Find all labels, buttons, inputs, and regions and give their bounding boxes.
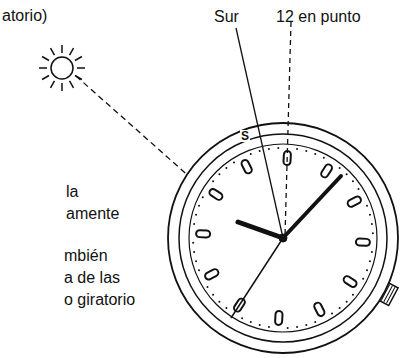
minute-dot: [339, 167, 341, 169]
minute-dot: [207, 286, 209, 288]
minute-dot: [241, 317, 243, 319]
hour-marker: [204, 268, 220, 281]
sun-ray: [75, 57, 82, 61]
minute-dot: [195, 214, 197, 216]
minute-dot: [250, 321, 252, 323]
minute-dot: [268, 148, 270, 150]
cropped-text: atorio): [2, 8, 47, 24]
hand-pivot: [279, 234, 287, 242]
minute-dot: [233, 162, 235, 164]
second-hand: [231, 238, 283, 318]
minute-dot: [305, 150, 307, 152]
sun-ray: [70, 48, 74, 55]
minute-dot: [339, 307, 341, 309]
hour-marker: [320, 163, 333, 179]
minute-dot: [225, 307, 227, 309]
bezel-ring: [179, 134, 387, 342]
minute-dot: [198, 205, 200, 207]
hour-marker: [240, 159, 253, 175]
sun-symbol: [51, 57, 73, 79]
sun-ray: [70, 81, 74, 88]
minute-hand: [283, 176, 341, 238]
minute-dot: [369, 260, 371, 262]
minute-dot: [346, 301, 348, 303]
hour-marker: [346, 195, 362, 208]
minute-dot: [268, 326, 270, 328]
minute-dot: [314, 153, 316, 155]
sun-ray: [61, 83, 63, 91]
minute-dot: [371, 251, 373, 253]
cropped-text: mbién: [64, 248, 108, 264]
sun-ray: [77, 67, 85, 69]
minute-dot: [259, 150, 261, 152]
cropped-text: la: [66, 184, 78, 200]
minute-dot: [202, 196, 204, 198]
minute-dot: [195, 260, 197, 262]
minute-dot: [225, 167, 227, 169]
minute-dot: [198, 269, 200, 271]
sun-ray: [51, 48, 55, 55]
minute-dot: [371, 223, 373, 225]
minute-dot: [296, 326, 298, 328]
sun-ray: [51, 81, 55, 88]
minute-dot: [352, 294, 354, 296]
twelve-line: [285, 22, 291, 236]
minute-dot: [250, 153, 252, 155]
minute-dot: [212, 180, 214, 182]
minute-dot: [218, 173, 220, 175]
minute-dot: [366, 205, 368, 207]
hour-marker: [275, 311, 283, 325]
hour-marker: [196, 230, 210, 238]
hour-marker: [356, 238, 370, 246]
minute-dot: [366, 269, 368, 271]
minute-dot: [193, 223, 195, 225]
minute-dot: [314, 321, 316, 323]
hour-marker: [313, 301, 326, 317]
minute-dot: [259, 324, 261, 326]
minute-dot: [323, 157, 325, 159]
minute-dot: [192, 242, 194, 244]
minute-dot: [277, 147, 279, 149]
sun-ray: [39, 67, 47, 69]
minute-dot: [218, 301, 220, 303]
watch-case: [168, 123, 398, 353]
south-line: [236, 28, 283, 238]
minute-dot: [372, 232, 374, 234]
hour-marker: [208, 188, 224, 201]
hour-marker: [342, 275, 358, 288]
cropped-text: amente: [66, 206, 119, 222]
bezel-mark: S: [240, 130, 250, 142]
minute-dot: [212, 294, 214, 296]
cropped-text: a de las: [64, 270, 120, 286]
direction-label: 12 en punto: [276, 9, 361, 25]
minute-dot: [331, 312, 333, 314]
minute-dot: [296, 148, 298, 150]
minute-dot: [369, 214, 371, 216]
sun-ray: [42, 57, 49, 61]
sun-ray: [61, 45, 63, 53]
minute-dot: [287, 327, 289, 329]
minute-dot: [357, 188, 359, 190]
minute-dot: [346, 173, 348, 175]
minute-dot: [305, 324, 307, 326]
minute-dot: [352, 180, 354, 182]
minute-dot: [362, 278, 364, 280]
sun-ray: [42, 76, 49, 80]
cropped-text: o giratorio: [64, 292, 135, 308]
direction-label: Sur: [214, 9, 239, 25]
minute-dot: [193, 251, 195, 253]
hour-hand: [238, 222, 283, 238]
dial: [189, 144, 377, 332]
